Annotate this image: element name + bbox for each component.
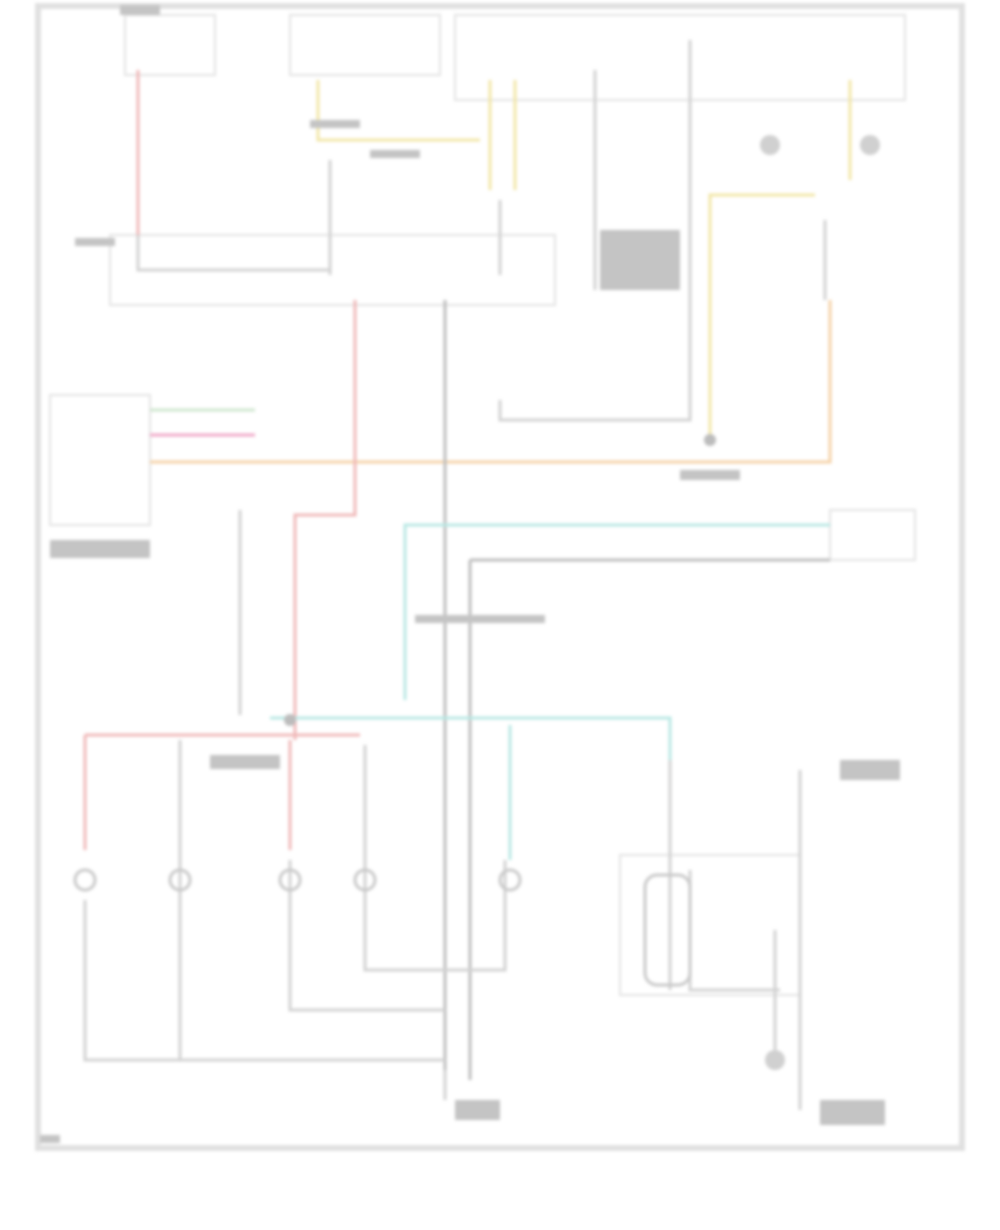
label-blob [310,120,360,128]
wire-pink-drop [293,300,357,740]
bulb-icon [73,868,97,892]
fuse-box-mid [289,14,441,76]
label-blob [600,230,680,290]
wire-gray-5 [498,40,692,422]
bulb-icon [278,868,302,892]
fuse-box-left [124,14,216,76]
label-blob [840,760,900,780]
motor-icon [643,873,692,987]
wire-cyan-top [403,523,830,700]
label-blob [455,1100,500,1120]
wire-gray-trunk-2 [468,558,830,1080]
ground-icon [860,135,880,155]
wire-yellow-2 [488,80,517,190]
bulbs [73,135,880,1070]
ground-icon [765,1050,785,1070]
wire-yellow-3 [708,193,815,440]
connector-labels [40,5,900,1143]
ground-icon [760,135,780,155]
bulb-icon [498,868,522,892]
wire-gray-1 [136,235,330,272]
relay-box-top [454,14,906,101]
wire-lamp-1 [83,740,445,1062]
wire-yellow-1 [316,80,480,142]
diagram-frame [35,3,965,1151]
splice-icon [704,434,716,446]
wire-cyan-bus [270,716,672,760]
wires [83,40,852,1110]
label-blob [50,540,150,558]
fuse-block-top [49,14,916,996]
label-blob [415,615,545,623]
label-blob [680,470,740,480]
bulb-icon [168,868,192,892]
wire-right-1 [668,760,780,992]
label-blob [120,5,160,15]
relay-box-mid [109,234,556,306]
wire-lamp-4 [363,745,507,972]
connector-box-right [829,509,916,561]
wire-lamp-3 [288,860,445,1012]
label-blob [210,755,280,769]
wire-red-bus [83,733,360,850]
label-blob [40,1135,60,1143]
wire-orange-long [150,300,832,464]
label-blob [370,150,420,158]
module-box-left [49,394,151,526]
bulb-icon [353,868,377,892]
module-box-right [619,854,801,996]
splice-icon [284,714,296,726]
label-blob [75,238,115,246]
label-blob [820,1100,885,1125]
